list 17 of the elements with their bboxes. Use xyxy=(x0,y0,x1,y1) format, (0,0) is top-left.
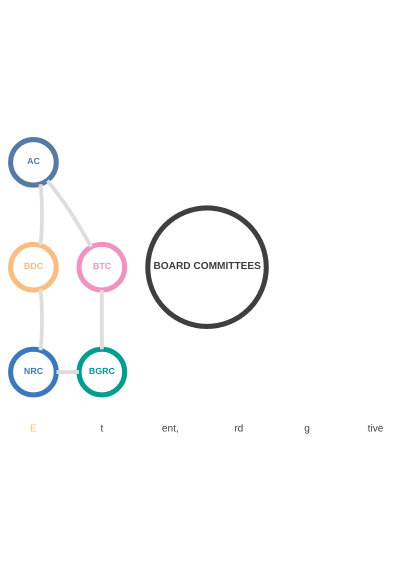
node-circle: BOARD COMMITTEES xyxy=(145,204,269,328)
connector xyxy=(46,178,93,248)
node-circle: BDC xyxy=(8,241,59,292)
label: rd xyxy=(234,422,244,434)
label: g xyxy=(304,422,310,434)
node-circle: BTC xyxy=(76,241,128,292)
connector xyxy=(38,288,44,350)
label: E xyxy=(30,422,37,434)
label: ent, xyxy=(162,422,179,434)
connector xyxy=(100,290,104,349)
node-circle: BGRC xyxy=(76,346,128,397)
connector xyxy=(38,184,44,246)
label: tive xyxy=(368,422,384,434)
node-circle: NRC xyxy=(8,346,59,397)
connector xyxy=(56,370,79,374)
label: t xyxy=(100,422,104,434)
node-circle: AC xyxy=(8,136,59,188)
